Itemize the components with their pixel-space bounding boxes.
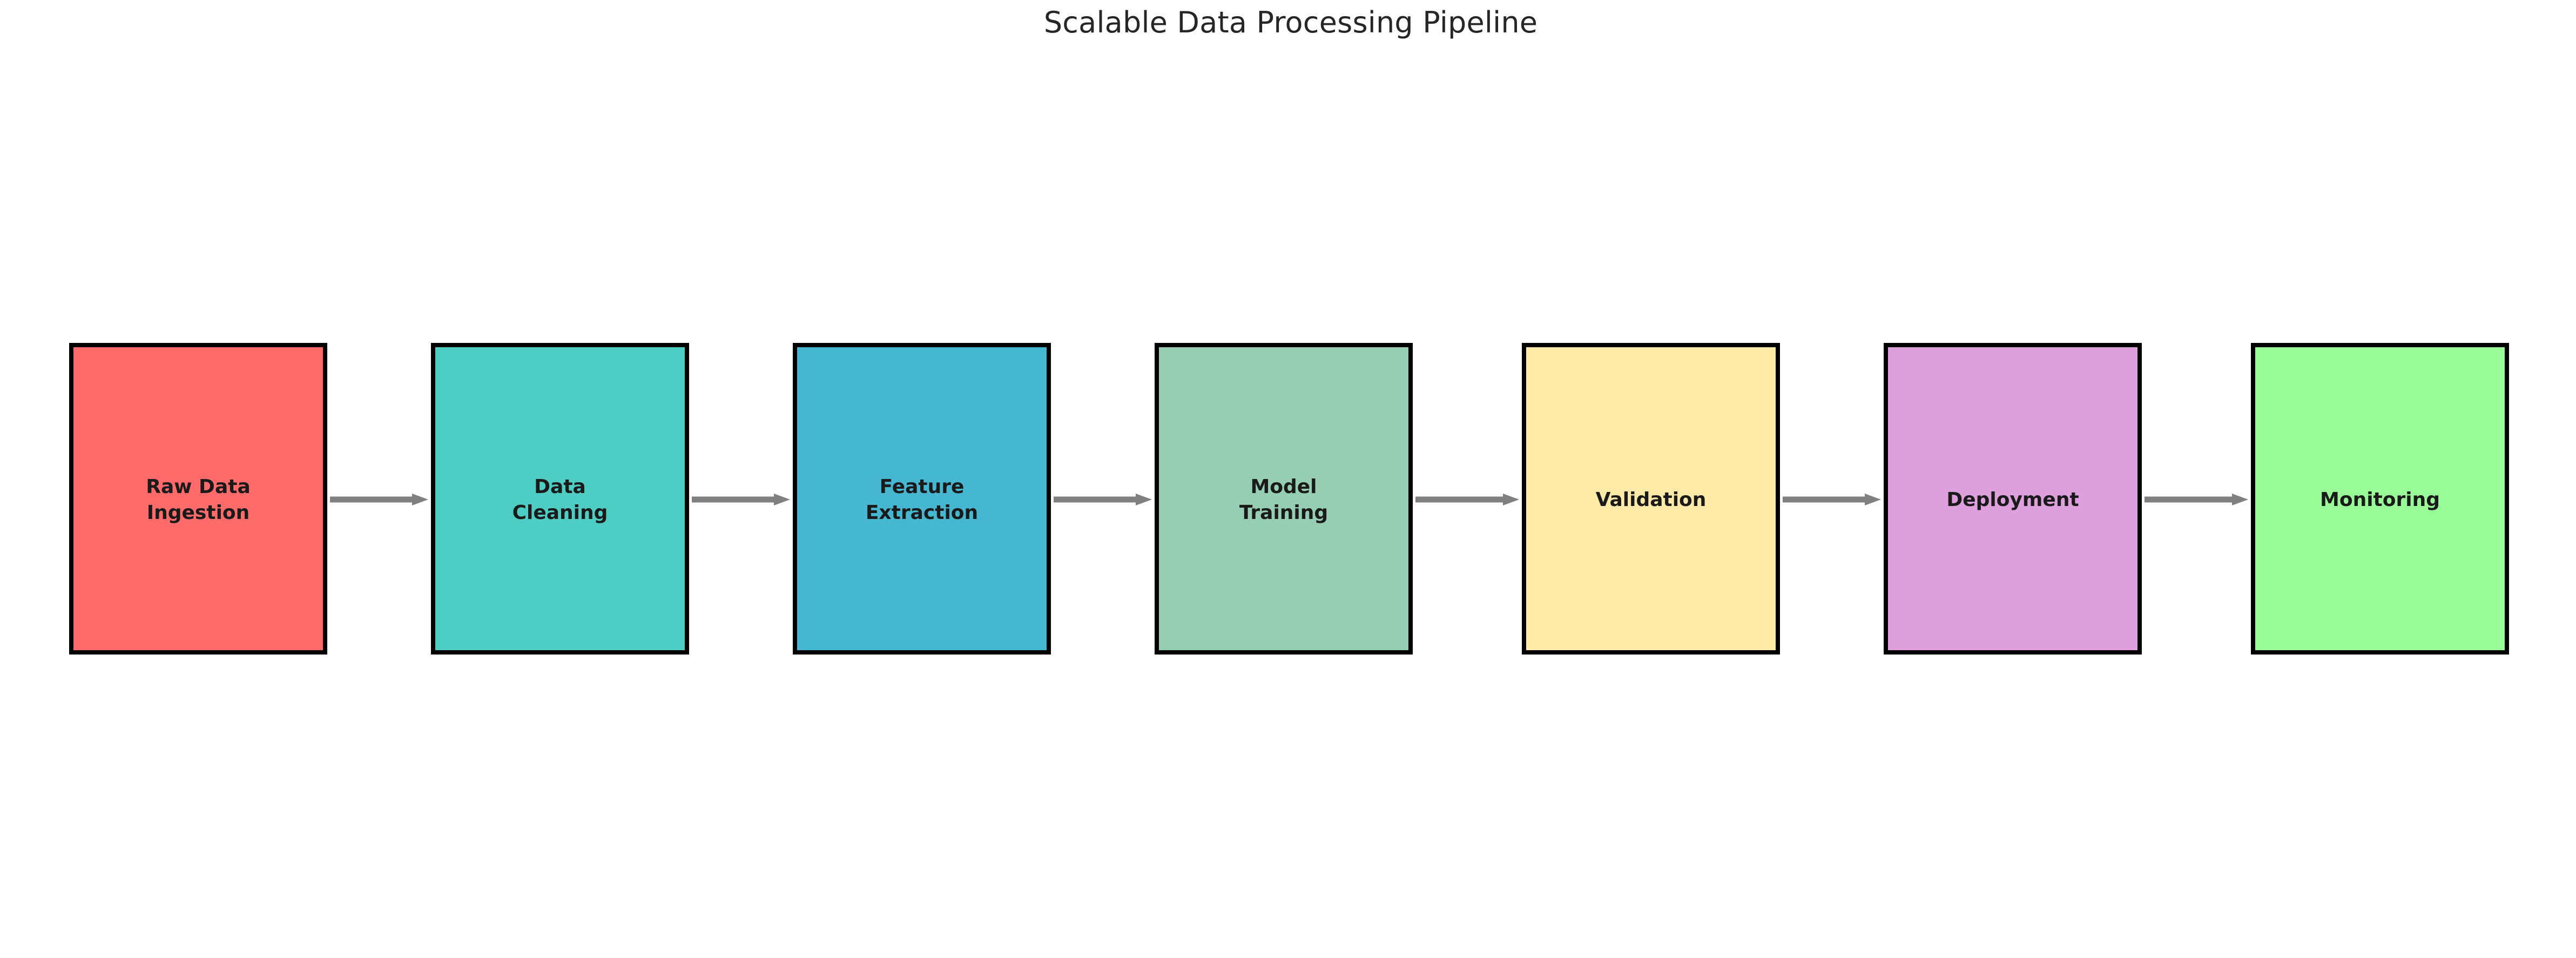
stage-node-data-cleaning[interactable]: Data Cleaning: [431, 343, 689, 655]
connector-arrow-4: [1415, 493, 1519, 507]
page-title: Scalable Data Processing Pipeline: [0, 5, 2576, 39]
page-title-text: Scalable Data Processing Pipeline: [1043, 5, 1538, 39]
arrow-right-icon: [2145, 494, 2248, 505]
arrow-right-icon: [1783, 494, 1881, 505]
arrow-right-icon: [1054, 494, 1152, 505]
connector-arrow-3: [1054, 493, 1152, 507]
stage-label: Monitoring: [2320, 488, 2440, 511]
connector-arrow-6: [2145, 493, 2248, 507]
connector-arrow-5: [1783, 493, 1881, 507]
arrow-right-icon: [330, 494, 428, 505]
connector-arrow-1: [330, 493, 428, 507]
stage-label: Model Training: [1239, 475, 1329, 524]
arrow-right-icon: [1415, 494, 1519, 505]
stage-node-monitoring[interactable]: Monitoring: [2251, 343, 2509, 655]
stage-node-deployment[interactable]: Deployment: [1884, 343, 2142, 655]
stage-label: Data Cleaning: [512, 475, 608, 524]
stage-node-validation[interactable]: Validation: [1522, 343, 1780, 655]
connector-arrow-2: [692, 493, 790, 507]
arrow-right-icon: [692, 494, 790, 505]
stage-label: Validation: [1595, 488, 1707, 511]
stage-label: Deployment: [1946, 488, 2079, 511]
stage-label: Feature Extraction: [865, 475, 979, 524]
stage-label: Raw Data Ingestion: [146, 475, 251, 524]
stage-node-raw-data-ingestion[interactable]: Raw Data Ingestion: [69, 343, 327, 655]
stage-node-feature-extraction[interactable]: Feature Extraction: [793, 343, 1051, 655]
stage-node-model-training[interactable]: Model Training: [1155, 343, 1413, 655]
